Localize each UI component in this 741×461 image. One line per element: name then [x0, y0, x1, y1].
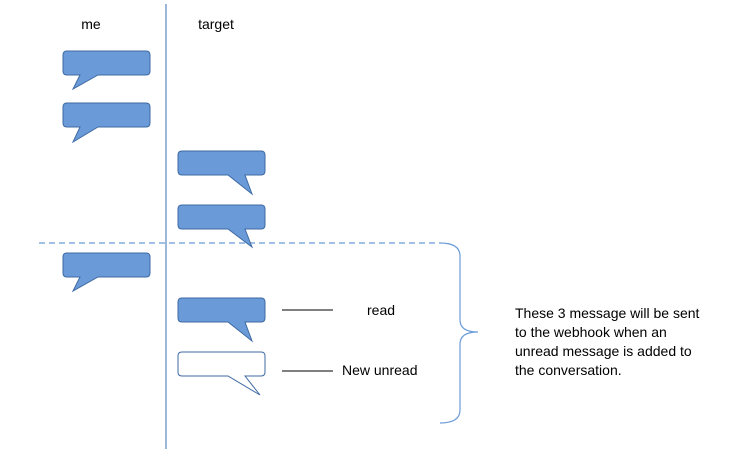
target-message-bubble-1 — [177, 150, 266, 196]
column-header-target: target — [198, 16, 234, 32]
target-message-bubble-2 — [177, 204, 266, 249]
target-message-bubble-read — [177, 297, 266, 343]
column-header-me: me — [81, 16, 101, 32]
me-message-bubble-1 — [62, 50, 151, 91]
note-line-4: the conversation. — [515, 362, 622, 378]
note-line-1: These 3 message will be sent — [515, 305, 700, 321]
me-message-bubble-3 — [62, 252, 151, 293]
note-line-2: to the webhook when an — [515, 324, 667, 340]
group-brace — [439, 242, 479, 424]
note-line-3: unread message is added to — [515, 343, 692, 359]
read-label: read — [367, 302, 395, 318]
new-unread-label: New unread — [342, 362, 418, 378]
me-message-bubble-2 — [62, 102, 151, 144]
target-message-bubble-unread — [177, 351, 266, 396]
